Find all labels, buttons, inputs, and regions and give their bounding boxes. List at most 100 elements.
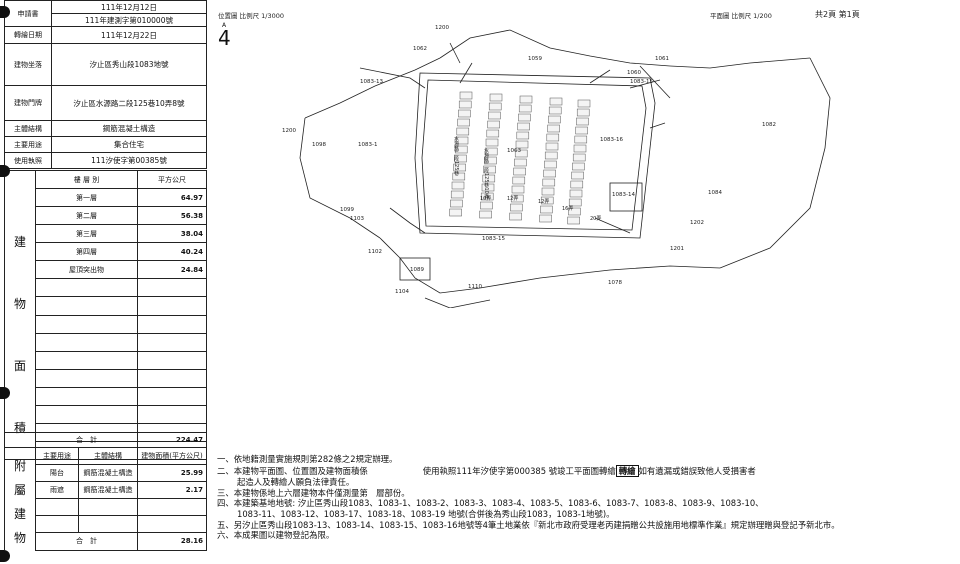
- building-unit: [454, 145, 468, 154]
- plan-scale: 1/200: [753, 12, 772, 20]
- road-labels: 水源路二段125巷 水源路二段125巷10弄 10弄 12弄 12弄 16弄 2…: [453, 135, 601, 222]
- attach-area: 2.17: [137, 481, 207, 500]
- use-label: 主要用途: [4, 136, 52, 153]
- building-unit: [540, 196, 554, 205]
- note-line: 三、本建物係地上六層建物本件僅測量第 層部份。: [217, 487, 410, 498]
- building-unit: [568, 207, 581, 216]
- whiteout-block: [875, 424, 960, 469]
- building-unit: [541, 187, 555, 196]
- building-unit: [572, 162, 585, 171]
- application-no: 111年建測字第010000號: [51, 13, 207, 27]
- structure-value: 鋼筋混凝土構造: [51, 120, 207, 137]
- building-unit: [518, 113, 531, 122]
- note-line: 一、依地籍測量實施規則第282條之2規定辦理。: [217, 454, 398, 464]
- attach-total-value: 28.16: [137, 532, 207, 551]
- area-header: 平方公尺: [137, 169, 207, 190]
- building-unit: [576, 108, 590, 117]
- building-unit: [519, 95, 533, 104]
- building-units: [449, 91, 591, 225]
- empty-row: [5, 368, 207, 388]
- building-unit: [549, 97, 563, 106]
- building-unit: [451, 181, 465, 190]
- building-unit: [458, 109, 471, 118]
- attach-side-label: 附 屬 建 物: [4, 447, 36, 550]
- parcel-number: 1083-16: [600, 137, 623, 143]
- building-unit: [548, 115, 561, 124]
- building-unit: [480, 192, 494, 201]
- stamp-mark: 轉繪: [615, 464, 639, 478]
- punch-hole: [0, 387, 10, 399]
- building-unit: [509, 212, 522, 221]
- building-unit: [544, 160, 557, 169]
- parcel-number: 1082: [762, 122, 776, 128]
- building-unit: [575, 126, 588, 135]
- building-unit: [479, 210, 492, 219]
- building-unit: [515, 140, 529, 149]
- parcel-number: 1062: [413, 46, 427, 52]
- parcel-number: 1104: [395, 289, 409, 295]
- building-unit: [484, 147, 498, 156]
- building-unit: [457, 118, 470, 127]
- attach-use-header: 主要用途: [35, 446, 79, 466]
- parcel-number: 1084: [708, 190, 722, 196]
- note-line: 四、本建築基地地號: 汐止區秀山段1083、1083-1、1083-2、1083…: [217, 498, 764, 509]
- parcel-number: 1202: [690, 220, 704, 226]
- floor-area: 64.97: [137, 188, 207, 208]
- parcel-number: 1201: [670, 246, 684, 252]
- building-unit: [548, 106, 562, 115]
- parcel-number: 1083-15: [630, 79, 653, 85]
- parcel-number: 1060: [627, 70, 641, 76]
- empty-row: [5, 296, 207, 316]
- plan-label: 平面圖: [710, 12, 730, 20]
- parcel-number: 1083-15: [482, 236, 505, 242]
- building-unit: [574, 135, 588, 144]
- license-label: 使用執照: [4, 152, 52, 169]
- punch-hole: [0, 6, 10, 18]
- building-unit: [483, 165, 496, 174]
- note-text: 使用執照111年汐使字第000385 號竣工平面圖轉繪: [422, 465, 616, 476]
- floor-total-table: 合 計 224.47: [4, 432, 207, 448]
- building-unit: [459, 91, 473, 100]
- attach-total-label: 合 計: [35, 532, 138, 551]
- floor-name: 第四層: [35, 242, 138, 262]
- building-unit: [449, 208, 462, 217]
- note-text: 二、本建物平面圖、位置圖及建物面積係: [217, 465, 368, 476]
- floor-side-label: 建 物 面 積: [4, 170, 36, 460]
- empty-row: [5, 332, 207, 352]
- attach-struct: 鋼筋混凝土構造: [78, 464, 138, 483]
- parcel-number: 1099: [340, 207, 354, 213]
- plan-map-header: 平面圖 比例尺 1/200: [710, 10, 772, 20]
- building-unit: [487, 120, 500, 129]
- building-unit: [450, 190, 464, 199]
- building-unit: [454, 154, 467, 163]
- side-char: 面: [13, 359, 26, 373]
- building-info-table: 申請書 111年12月12日 111年建測字第010000號 轉繪日期 111年…: [4, 0, 207, 169]
- building-unit: [573, 144, 587, 153]
- building-unit: [540, 205, 553, 214]
- building-unit: [510, 203, 523, 212]
- parcel-number: 1200: [435, 25, 449, 31]
- building-unit: [568, 198, 582, 207]
- parcel-number: 1098: [312, 142, 326, 148]
- side-char: 附: [13, 459, 26, 473]
- note-line: 起造人及轉繪人願負法律責任。: [237, 477, 355, 488]
- building-unit: [481, 183, 495, 192]
- building-unit: [450, 199, 463, 208]
- note-text: 如有遺漏或錯誤致他人受損害者: [638, 465, 756, 476]
- building-unit: [514, 149, 528, 158]
- building-unit: [489, 93, 503, 102]
- door-value: 汐止區水源路二段125巷10弄8號: [51, 85, 207, 121]
- unit-label: 12弄: [538, 199, 549, 205]
- parcel-number: 1083-13: [360, 79, 383, 85]
- floor-name: 第一層: [35, 188, 138, 208]
- punch-hole: [0, 550, 10, 562]
- building-unit: [544, 151, 558, 160]
- parcel-number: 1063: [507, 148, 521, 154]
- north-symbol: A: [222, 22, 227, 29]
- position-scale: 1/3000: [261, 12, 285, 20]
- building-unit: [453, 163, 466, 172]
